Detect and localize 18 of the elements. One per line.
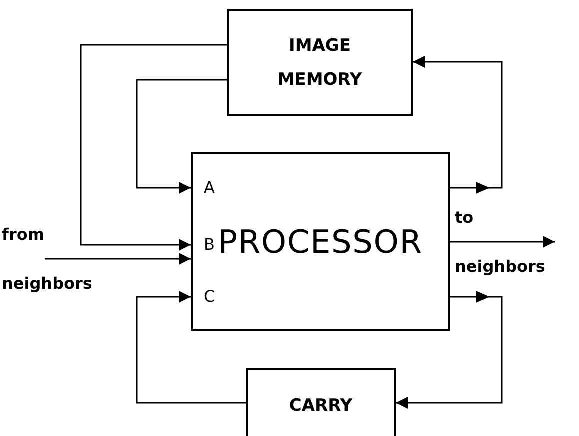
- box-label: PROCESSOR: [218, 222, 423, 262]
- port-label: B: [204, 234, 215, 256]
- io-label: from neighbors: [2, 225, 92, 293]
- arrow: [450, 236, 555, 248]
- arrow: [413, 56, 503, 194]
- arrow: [136, 291, 246, 404]
- memory-box: [227, 9, 413, 116]
- io-label: to neighbors: [455, 208, 546, 276]
- arrow: [136, 79, 227, 194]
- processor-box: [191, 152, 450, 331]
- carry-box: [246, 368, 396, 436]
- port-label: A: [204, 177, 215, 199]
- box-label: CARRY: [289, 395, 353, 418]
- arrow: [80, 44, 227, 251]
- arrow: [396, 291, 503, 409]
- port-label: C: [204, 286, 216, 308]
- box-label: IMAGE MEMORY: [276, 34, 364, 92]
- arrow: [45, 253, 191, 265]
